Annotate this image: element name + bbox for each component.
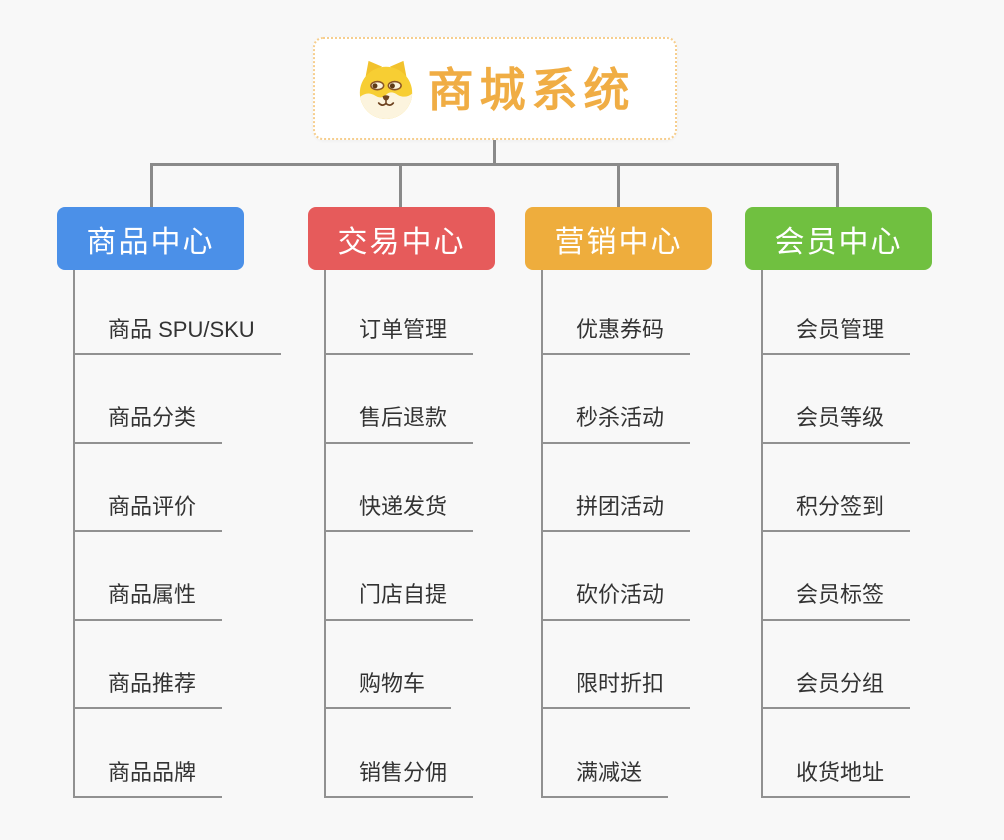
tree-node[interactable]: 商品推荐 xyxy=(75,621,281,710)
tree-node[interactable]: 会员分组 xyxy=(763,621,911,710)
tree-node-label: 销售分佣 xyxy=(326,760,474,798)
branch-children-member: 会员管理 会员等级 积分签到 会员标签 会员分组 收货地址 xyxy=(761,270,911,798)
tree-node[interactable]: 限时折扣 xyxy=(543,621,691,710)
tree-node[interactable]: 会员等级 xyxy=(763,355,911,444)
tree-node[interactable]: 秒杀活动 xyxy=(543,355,691,444)
connector-horizontal xyxy=(150,163,839,166)
tree-node[interactable]: 满减送 xyxy=(543,709,690,798)
tree-node-label: 商品 SPU/SKU xyxy=(75,317,281,355)
connector-root-drop xyxy=(493,140,496,163)
tree-node-label: 门店自提 xyxy=(326,582,474,621)
tree-node-label: 限时折扣 xyxy=(543,671,691,710)
root-node[interactable]: 商城系统 xyxy=(313,37,677,140)
root-title: 商城系统 xyxy=(427,63,636,116)
tree-node[interactable]: 积分签到 xyxy=(763,444,911,533)
branch-children-product: 商品 SPU/SKU 商品分类 商品评价 商品属性 商品推荐 商品品牌 xyxy=(73,270,281,798)
tree-node-label: 商品品牌 xyxy=(75,760,223,798)
tree-node-label: 会员标签 xyxy=(763,582,911,621)
tree-node-label: 商品分类 xyxy=(75,405,223,444)
tree-node[interactable]: 会员管理 xyxy=(763,270,911,355)
tree-node-label: 商品属性 xyxy=(75,582,223,621)
branch-children-trade: 订单管理 售后退款 快递发货 门店自提 购物车 销售分佣 xyxy=(324,270,474,798)
tree-node[interactable]: 会员标签 xyxy=(763,532,911,621)
tree-node[interactable]: 门店自提 xyxy=(326,532,474,621)
tree-node[interactable]: 商品 SPU/SKU xyxy=(75,270,281,355)
branch-header-marketing[interactable]: 营销中心 xyxy=(525,207,712,270)
tree-node-label: 满减送 xyxy=(543,760,669,798)
branch-children-marketing: 优惠券码 秒杀活动 拼团活动 砍价活动 限时折扣 满减送 xyxy=(541,270,691,798)
tree-node[interactable]: 销售分佣 xyxy=(326,709,474,798)
tree-node-label: 砍价活动 xyxy=(543,582,691,621)
connector-drop-marketing xyxy=(617,163,620,207)
tree-node[interactable]: 商品分类 xyxy=(75,355,281,444)
tree-node-label: 拼团活动 xyxy=(543,494,691,533)
tree-node[interactable]: 订单管理 xyxy=(326,270,474,355)
tree-node-label: 快递发货 xyxy=(326,494,474,533)
branch-marketing: 营销中心 优惠券码 秒杀活动 拼团活动 砍价活动 限时折扣 满减送 xyxy=(525,207,712,798)
tree-node-label: 收货地址 xyxy=(763,760,911,798)
tree-node-label: 会员等级 xyxy=(763,405,911,444)
tree-node-label: 会员分组 xyxy=(763,671,911,710)
tree-node-label: 购物车 xyxy=(326,671,452,710)
tree-node-label: 售后退款 xyxy=(326,405,474,444)
connector-drop-member xyxy=(836,163,839,207)
tree-node-label: 优惠券码 xyxy=(543,317,691,355)
tree-node-label: 秒杀活动 xyxy=(543,405,691,444)
tree-node[interactable]: 收货地址 xyxy=(763,709,911,798)
tree-node-label: 商品推荐 xyxy=(75,671,223,710)
tree-node[interactable]: 购物车 xyxy=(326,621,473,710)
branch-header-member[interactable]: 会员中心 xyxy=(745,207,932,270)
tree-node[interactable]: 售后退款 xyxy=(326,355,474,444)
tree-node[interactable]: 拼团活动 xyxy=(543,444,691,533)
tree-node[interactable]: 商品品牌 xyxy=(75,709,281,798)
tree-node-label: 会员管理 xyxy=(763,317,911,355)
tree-node[interactable]: 商品评价 xyxy=(75,444,281,533)
connector-drop-product xyxy=(150,163,153,207)
tree-node-label: 订单管理 xyxy=(326,317,474,355)
branch-header-trade[interactable]: 交易中心 xyxy=(308,207,495,270)
tree-node-label: 商品评价 xyxy=(75,494,223,533)
tree-node[interactable]: 优惠券码 xyxy=(543,270,691,355)
tree-node[interactable]: 快递发货 xyxy=(326,444,474,533)
branch-product: 商品中心 商品 SPU/SKU 商品分类 商品评价 商品属性 商品推荐 商品品牌 xyxy=(57,207,281,798)
branch-member: 会员中心 会员管理 会员等级 积分签到 会员标签 会员分组 收货地址 xyxy=(745,207,932,798)
connector-drop-trade xyxy=(399,163,402,207)
branch-trade: 交易中心 订单管理 售后退款 快递发货 门店自提 购物车 销售分佣 xyxy=(308,207,495,798)
branch-header-product[interactable]: 商品中心 xyxy=(57,207,244,270)
dog-face-icon xyxy=(359,60,412,119)
tree-node[interactable]: 商品属性 xyxy=(75,532,281,621)
tree-node-label: 积分签到 xyxy=(763,494,911,533)
tree-node[interactable]: 砍价活动 xyxy=(543,532,691,621)
